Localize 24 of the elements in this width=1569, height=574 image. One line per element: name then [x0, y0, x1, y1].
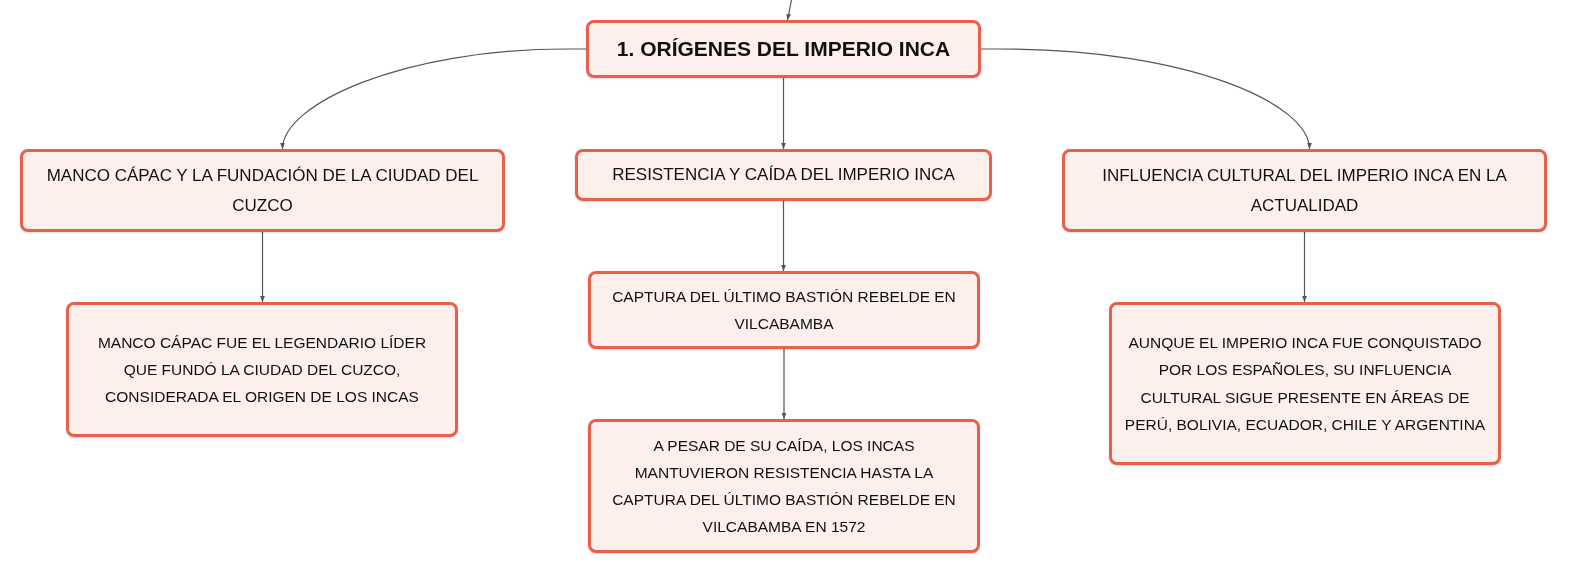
connector-arrow	[260, 231, 265, 303]
topic-text: MANCO CÁPAC Y LA FUNDACIÓN DE LA CIUDAD DEL CUZCO	[45, 164, 480, 217]
connector-arrow	[786, 0, 793, 21]
topic-text: AUNQUE EL IMPERIO INCA FUE CONQUISTADO POR LOS ESPAÑOLES, SU INFLUENCIA CULTURAL SIGUE PRESENTE EN ÁREAS DE PERÚ, BOLIVIA, ECUADOR, CHILE Y ARGENTINA	[1123, 333, 1487, 435]
connector-arrow	[281, 48, 587, 150]
topic-text: CAPTURA DEL ÚLTIMO BASTIÓN REBELDE EN VILCABAMBA	[611, 286, 957, 334]
topic-text: MANCO CÁPAC FUE EL LEGENDARIO LÍDER QUE FUNDÓ LA CIUDAD DEL CUZCO, CONSIDERADA EL ORIGEN DE LOS INCAS	[96, 332, 428, 408]
connector-arrow	[980, 48, 1311, 150]
topic-box	[588, 271, 980, 349]
connector-arrow	[781, 200, 786, 272]
topic-text: A PESAR DE SU CAÍDA, LOS INCAS MANTUVIERON RESISTENCIA HASTA LA CAPTURA DEL ÚLTIMO BASTIÓN REBELDE EN VILCABAMBA EN 1572	[611, 435, 957, 538]
topic-text: RESISTENCIA Y CAÍDA DEL IMPERIO INCA	[612, 164, 955, 187]
connector-arrow	[781, 348, 787, 420]
topic-box	[66, 302, 458, 437]
topic-box	[575, 149, 992, 201]
connector-arrow	[1302, 231, 1307, 303]
title-box	[586, 20, 981, 78]
topic-box	[1109, 302, 1501, 465]
topic-box	[20, 149, 505, 232]
title-text: 1. ORÍGENES DEL IMPERIO INCA	[616, 35, 951, 62]
topic-text: INFLUENCIA CULTURAL DEL IMPERIO INCA EN LA ACTUALIDAD	[1101, 164, 1508, 217]
connector-arrow	[781, 77, 786, 150]
topic-box	[588, 419, 980, 553]
topic-box	[1062, 149, 1547, 232]
